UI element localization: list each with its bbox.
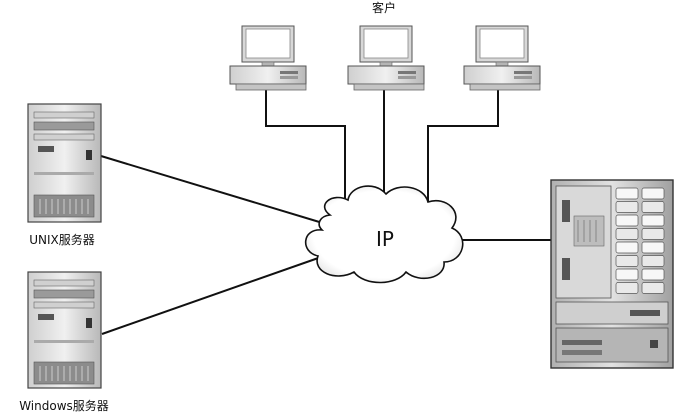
disk-bay <box>615 282 639 294</box>
disk-bays <box>615 187 665 294</box>
disk-bay <box>615 241 639 254</box>
connection-lines <box>100 90 551 335</box>
keyboard-icon <box>353 83 425 91</box>
link-windows-server <box>101 255 325 335</box>
desktop-case-icon <box>229 65 307 85</box>
windows-server-label: Windows服务器 <box>19 398 109 413</box>
client-computer-1 <box>229 25 307 91</box>
disk-bay <box>615 201 639 213</box>
disk-bay <box>641 282 665 294</box>
disk-bay <box>641 201 665 213</box>
link-unix-server <box>100 155 327 225</box>
ip-cloud: IP <box>304 185 464 284</box>
disk-bay <box>641 268 665 281</box>
disk-bay <box>641 228 665 240</box>
desktop-case-icon <box>463 65 541 85</box>
windows-server-tower <box>27 271 102 389</box>
client-computer-3 <box>463 25 541 91</box>
client-computer-2 <box>347 25 425 91</box>
rack-server <box>550 179 674 369</box>
link-client-1 <box>265 90 346 212</box>
clients-label: 客户 <box>372 0 396 15</box>
cloud-label: IP <box>376 227 394 251</box>
disk-bay <box>641 255 665 267</box>
disk-bay <box>615 268 639 281</box>
disk-bay <box>641 187 665 200</box>
keyboard-icon <box>235 83 307 91</box>
disk-bay <box>641 214 665 227</box>
disk-bay <box>641 241 665 254</box>
disk-bay <box>615 187 639 200</box>
keyboard-icon <box>469 83 541 91</box>
disk-bay <box>615 214 639 227</box>
desktop-case-icon <box>347 65 425 85</box>
unix-server-tower <box>27 103 102 223</box>
unix-server-label: UNIX服务器 <box>29 232 95 247</box>
disk-bay <box>615 255 639 267</box>
link-client-3 <box>427 90 499 212</box>
disk-bay <box>615 228 639 240</box>
